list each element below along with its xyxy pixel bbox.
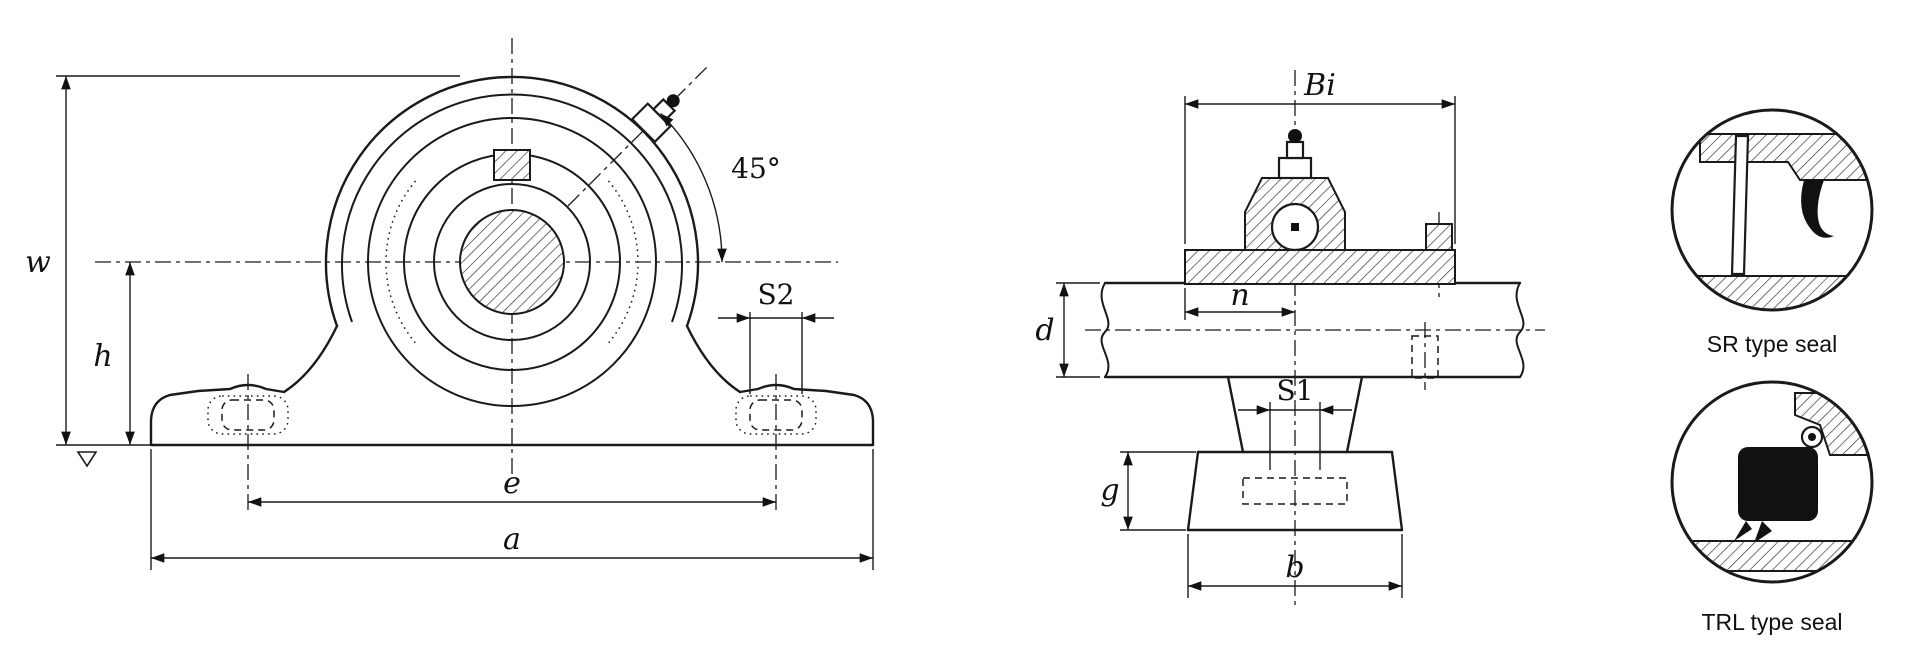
dim-label-s2: S2 bbox=[758, 278, 795, 311]
setscrew-section bbox=[493, 149, 531, 181]
grease-fitting-side bbox=[1277, 129, 1313, 180]
dim-label-g: g bbox=[1100, 473, 1119, 508]
cap-bolt bbox=[1425, 223, 1453, 251]
dim-label-w: w bbox=[25, 245, 51, 280]
trl-seal-body bbox=[1738, 447, 1818, 521]
shaft-bore-section bbox=[459, 209, 565, 315]
dimension-bi: Bi bbox=[1184, 68, 1456, 244]
dimension-s1: S1 bbox=[1238, 374, 1352, 470]
dim-label-h: h bbox=[93, 339, 112, 374]
sr-seal-slinger bbox=[1730, 134, 1750, 276]
base-front bbox=[149, 383, 875, 447]
trl-detail-circle bbox=[1670, 380, 1874, 584]
bolt-slot-right bbox=[749, 399, 803, 431]
dimension-w: w bbox=[25, 75, 460, 446]
sr-seal-caption: SR type seal bbox=[1707, 331, 1837, 357]
seal-detail-sr: SR type seal bbox=[1670, 108, 1874, 357]
hidden-bolt-hole bbox=[1411, 335, 1439, 379]
dim-label-e: e bbox=[503, 466, 521, 501]
dimension-e: e bbox=[248, 466, 776, 507]
dimension-n: n bbox=[1184, 278, 1295, 320]
dimension-b: b bbox=[1187, 534, 1403, 598]
dimension-d: d bbox=[1035, 282, 1100, 378]
bearing-rings bbox=[367, 117, 657, 407]
dimension-g: g bbox=[1100, 451, 1196, 531]
dim-label-b: b bbox=[1285, 550, 1304, 585]
dimension-h: h bbox=[93, 262, 135, 445]
datum-symbol bbox=[76, 451, 98, 468]
bolt-slot-left bbox=[221, 399, 275, 431]
sr-detail-circle bbox=[1670, 108, 1874, 312]
housing-section bbox=[1184, 177, 1456, 379]
dim-label-d: d bbox=[1035, 313, 1054, 348]
trl-seal-lip-1 bbox=[1734, 521, 1752, 541]
trl-seal-lip-2 bbox=[1754, 521, 1772, 543]
base-side bbox=[1186, 375, 1404, 532]
dim-label-s1: S1 bbox=[1277, 374, 1314, 407]
front-view: w h 45° S2 e a bbox=[25, 38, 875, 570]
dim-label-a: a bbox=[503, 522, 521, 557]
dimension-angle-45: 45° bbox=[660, 113, 781, 263]
trl-seal-caption: TRL type seal bbox=[1701, 609, 1842, 635]
dimension-s2: S2 bbox=[718, 278, 834, 394]
side-view: Bi n d S1 g bbox=[1035, 68, 1545, 608]
base-slot-hidden bbox=[1242, 477, 1348, 505]
dim-label-angle: 45° bbox=[731, 152, 781, 185]
sr-seal-lip bbox=[1801, 180, 1834, 238]
dim-label-bi: Bi bbox=[1303, 68, 1336, 103]
dim-label-n: n bbox=[1230, 278, 1249, 313]
dimension-a: a bbox=[150, 449, 874, 570]
